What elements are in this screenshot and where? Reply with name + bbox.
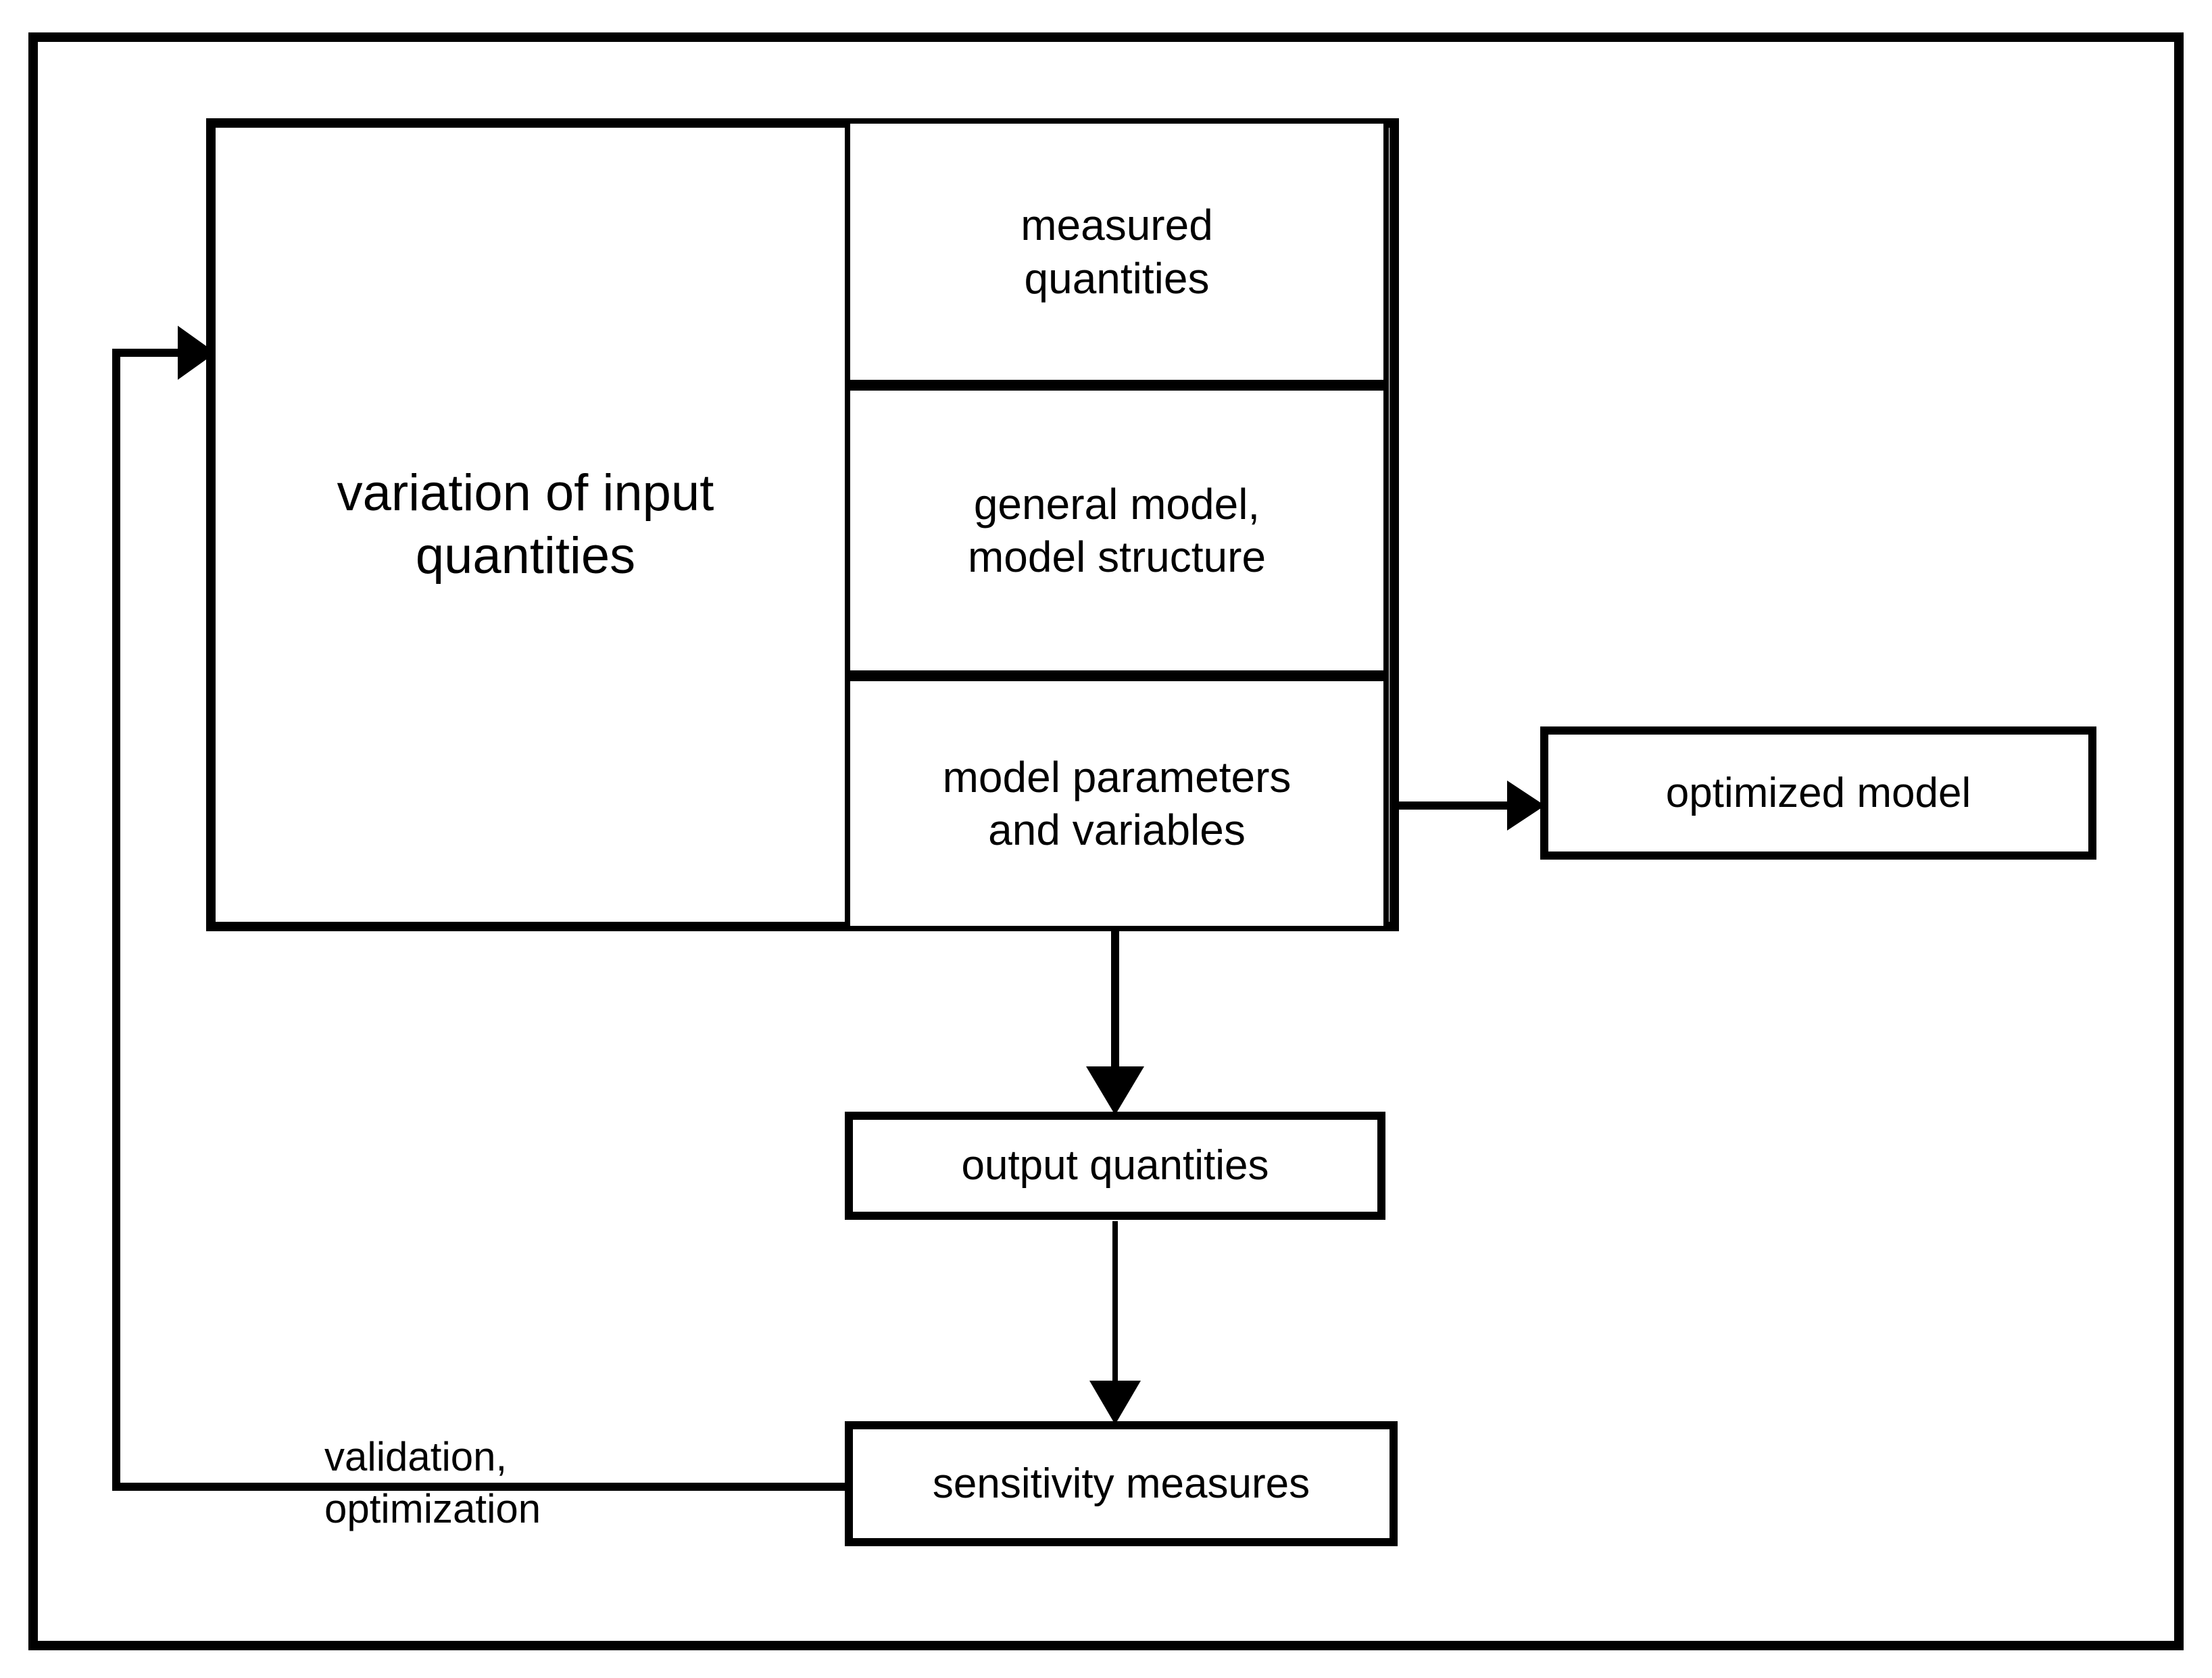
node-box-general-model-structure[interactable] [845, 385, 1389, 676]
edge-label-edge-feedback-validation: validation, optimization [324, 1434, 541, 1531]
edge-params-to-optimized-model-arrowhead [1507, 781, 1545, 831]
node-box-optimized-model[interactable] [1540, 726, 2096, 860]
edge-feedback-validation-arrowhead [178, 326, 216, 380]
edge-layer [112, 326, 1545, 1491]
edge-output-to-sensitivity-arrowhead [1089, 1381, 1141, 1425]
outer-frame [28, 32, 2184, 1650]
node-box-measured-quantities[interactable] [845, 118, 1389, 385]
edge-feedback-validation [112, 349, 845, 1491]
edge-mainbox-to-output-quantities-arrowhead [1086, 1066, 1144, 1115]
node-box-output-quantities[interactable] [845, 1112, 1385, 1220]
node-box-layer [206, 118, 2096, 1546]
node-box-sensitivity-measures[interactable] [845, 1421, 1398, 1546]
node-box-model-parameters-and-variables[interactable] [845, 676, 1389, 931]
outer-frame [28, 32, 2184, 1650]
